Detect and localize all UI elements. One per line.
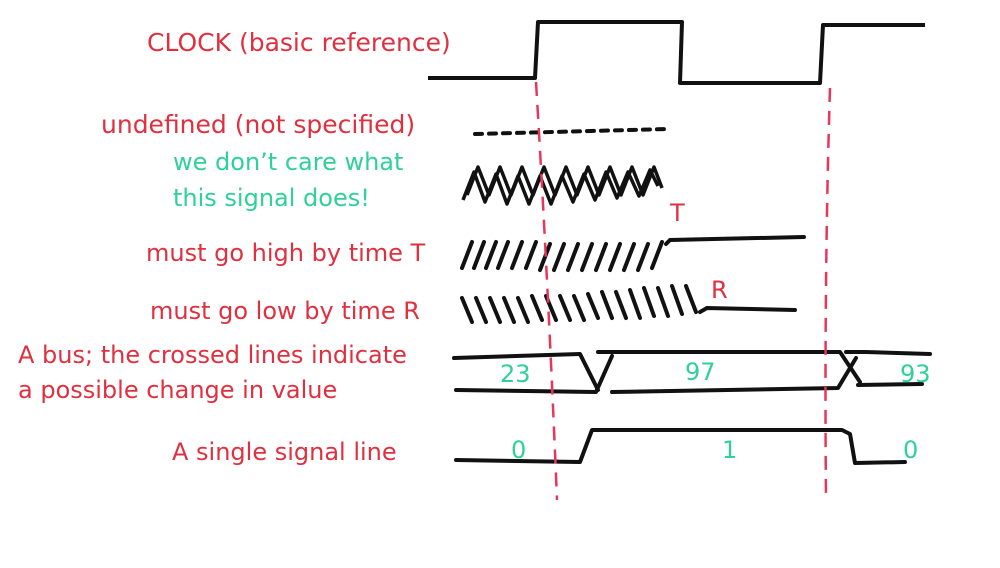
clock-waveform bbox=[428, 20, 925, 85]
bus-value: 93 bbox=[900, 360, 931, 388]
single-signal-waveform bbox=[454, 428, 907, 465]
go-low-line bbox=[698, 305, 797, 314]
undefined-dotted-line bbox=[473, 127, 670, 136]
bus-label-line1: A bus; the crossed lines indicate bbox=[18, 341, 407, 369]
signal-value: 0 bbox=[511, 436, 527, 464]
bus-lower-line bbox=[454, 354, 924, 394]
signal-value: 0 bbox=[903, 436, 919, 464]
bus-label-line2: a possible change in value bbox=[18, 376, 338, 404]
undefined-label: undefined (not specified) bbox=[101, 110, 416, 139]
go-low-label: must go low by time R bbox=[150, 297, 420, 325]
bus-value: 23 bbox=[500, 360, 531, 388]
dont-care-zigzag-upper bbox=[465, 165, 664, 197]
dont-care-label-line1: we don’t care what bbox=[173, 148, 404, 176]
go-high-hatch bbox=[460, 240, 664, 272]
single-signal-label: A single signal line bbox=[172, 438, 397, 466]
go-high-line bbox=[664, 235, 806, 246]
signal-value: 1 bbox=[722, 436, 738, 464]
guide-line-first-edge bbox=[534, 81, 559, 501]
bus-value: 97 bbox=[685, 358, 716, 386]
go-high-label: must go high by time T bbox=[146, 239, 426, 267]
time-t-marker: T bbox=[670, 199, 685, 227]
dont-care-label-line2: this signal does! bbox=[173, 184, 370, 212]
clock-label: CLOCK (basic reference) bbox=[147, 28, 451, 57]
dont-care-zigzag-lower bbox=[461, 168, 660, 206]
go-low-hatch bbox=[460, 284, 698, 324]
guide-line-second-edge bbox=[824, 87, 832, 501]
time-r-marker: R bbox=[711, 276, 728, 304]
